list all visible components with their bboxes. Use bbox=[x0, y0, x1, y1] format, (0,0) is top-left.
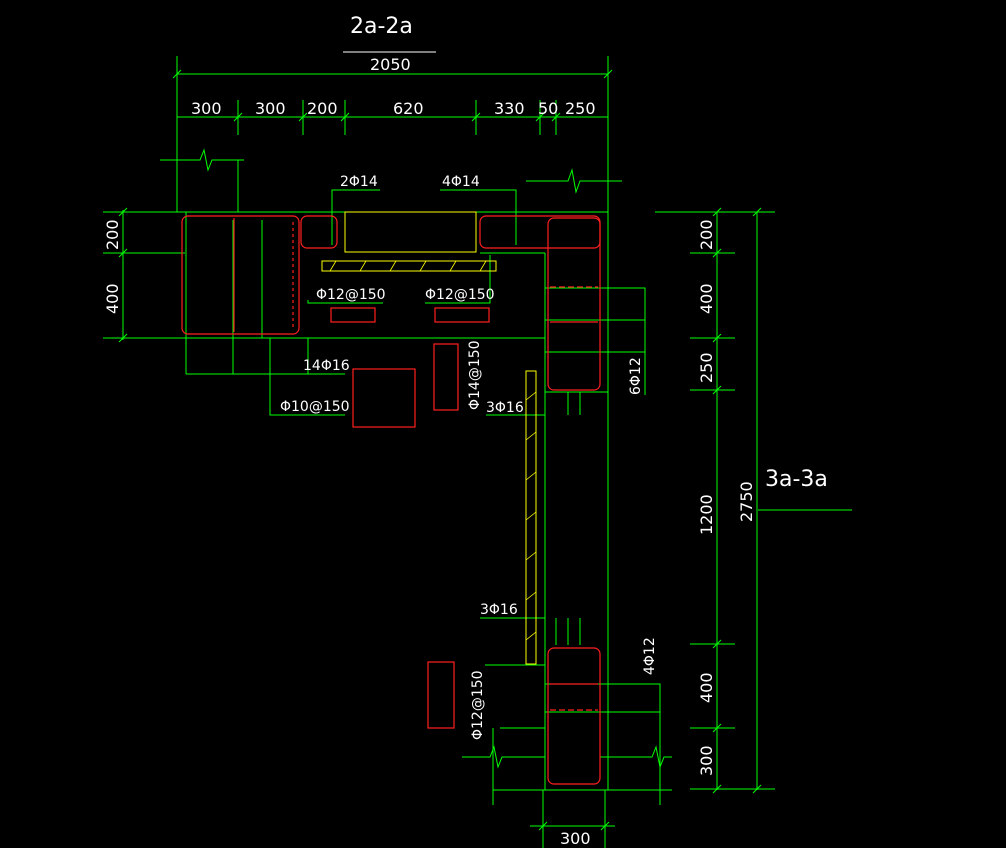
vertical-stirrup-detail bbox=[433, 343, 459, 411]
dim-right-seg-1: 200 bbox=[697, 219, 716, 250]
dim-left-seg-1: 200 bbox=[103, 219, 122, 250]
label-phi12-150-bottom: Φ12@150 bbox=[470, 670, 486, 740]
dim-left-seg-2: 400 bbox=[103, 283, 122, 314]
beam-opening bbox=[344, 211, 477, 253]
label-3phi16-bottom: 3Φ16 bbox=[480, 602, 518, 618]
bottom-stirrup-detail bbox=[427, 661, 455, 729]
dim-top-seg-4: 620 bbox=[393, 99, 424, 118]
beam-stirrup-left bbox=[181, 215, 300, 335]
section-title-3a: 3a-3a bbox=[765, 467, 828, 492]
left-dimension-chain: 200 400 bbox=[103, 207, 185, 343]
dim-top-seg-3: 200 bbox=[307, 99, 338, 118]
dim-top-seg-2: 300 bbox=[255, 99, 286, 118]
beam-stirrup-small-right bbox=[479, 215, 601, 249]
rebar-labels: 2Φ14 4Φ14 Φ12@150 Φ12@150 14Φ16 Φ10@150 … bbox=[280, 174, 658, 740]
hatched-members bbox=[321, 211, 537, 665]
label-phi12-150-right: Φ12@150 bbox=[425, 287, 495, 303]
label-phi10-150: Φ10@150 bbox=[280, 399, 350, 415]
dim-bottom-width: 300 bbox=[560, 829, 591, 848]
vertical-hatch-strip bbox=[525, 370, 537, 665]
column-stirrup-upper bbox=[547, 217, 601, 391]
right-dimension-chain: 200 400 250 1200 400 300 2750 bbox=[655, 207, 775, 794]
tie-detail bbox=[352, 368, 416, 428]
label-2phi14: 2Φ14 bbox=[340, 174, 378, 190]
bottom-dimension: 300 bbox=[530, 790, 615, 848]
dim-top-total: 2050 bbox=[370, 55, 411, 74]
label-4phi12: 4Φ12 bbox=[642, 637, 658, 675]
dim-right-total: 2750 bbox=[737, 481, 756, 522]
dim-right-seg-3: 250 bbox=[697, 352, 716, 383]
stirrup-bar-left bbox=[330, 307, 376, 323]
dim-top-seg-6: 50 bbox=[538, 99, 558, 118]
rebar-cages bbox=[181, 215, 601, 785]
column-stirrup-lower bbox=[547, 647, 601, 785]
horizontal-hatch-strip bbox=[321, 260, 497, 272]
section-title-2a: 2a-2a bbox=[350, 14, 413, 39]
dim-right-seg-6: 300 bbox=[697, 745, 716, 776]
label-3phi16-top: 3Φ16 bbox=[486, 400, 524, 416]
top-dimension-chain: 2050 300 300 200 620 330 50 250 bbox=[172, 55, 613, 190]
stirrup-bar-right bbox=[434, 307, 490, 323]
label-4phi14: 4Φ14 bbox=[442, 174, 480, 190]
dim-top-seg-7: 250 bbox=[565, 99, 596, 118]
dim-top-seg-5: 330 bbox=[494, 99, 525, 118]
dim-top-seg-1: 300 bbox=[191, 99, 222, 118]
dim-right-seg-5: 400 bbox=[697, 672, 716, 703]
label-14phi16: 14Φ16 bbox=[303, 358, 350, 374]
beam-stirrup-small-left bbox=[300, 215, 338, 249]
label-phi12-150-left: Φ12@150 bbox=[316, 287, 386, 303]
dim-right-seg-4: 1200 bbox=[697, 494, 716, 535]
dim-right-seg-2: 400 bbox=[697, 283, 716, 314]
label-phi14-150: Φ14@150 bbox=[467, 340, 483, 410]
label-6phi12: 6Φ12 bbox=[628, 357, 644, 395]
